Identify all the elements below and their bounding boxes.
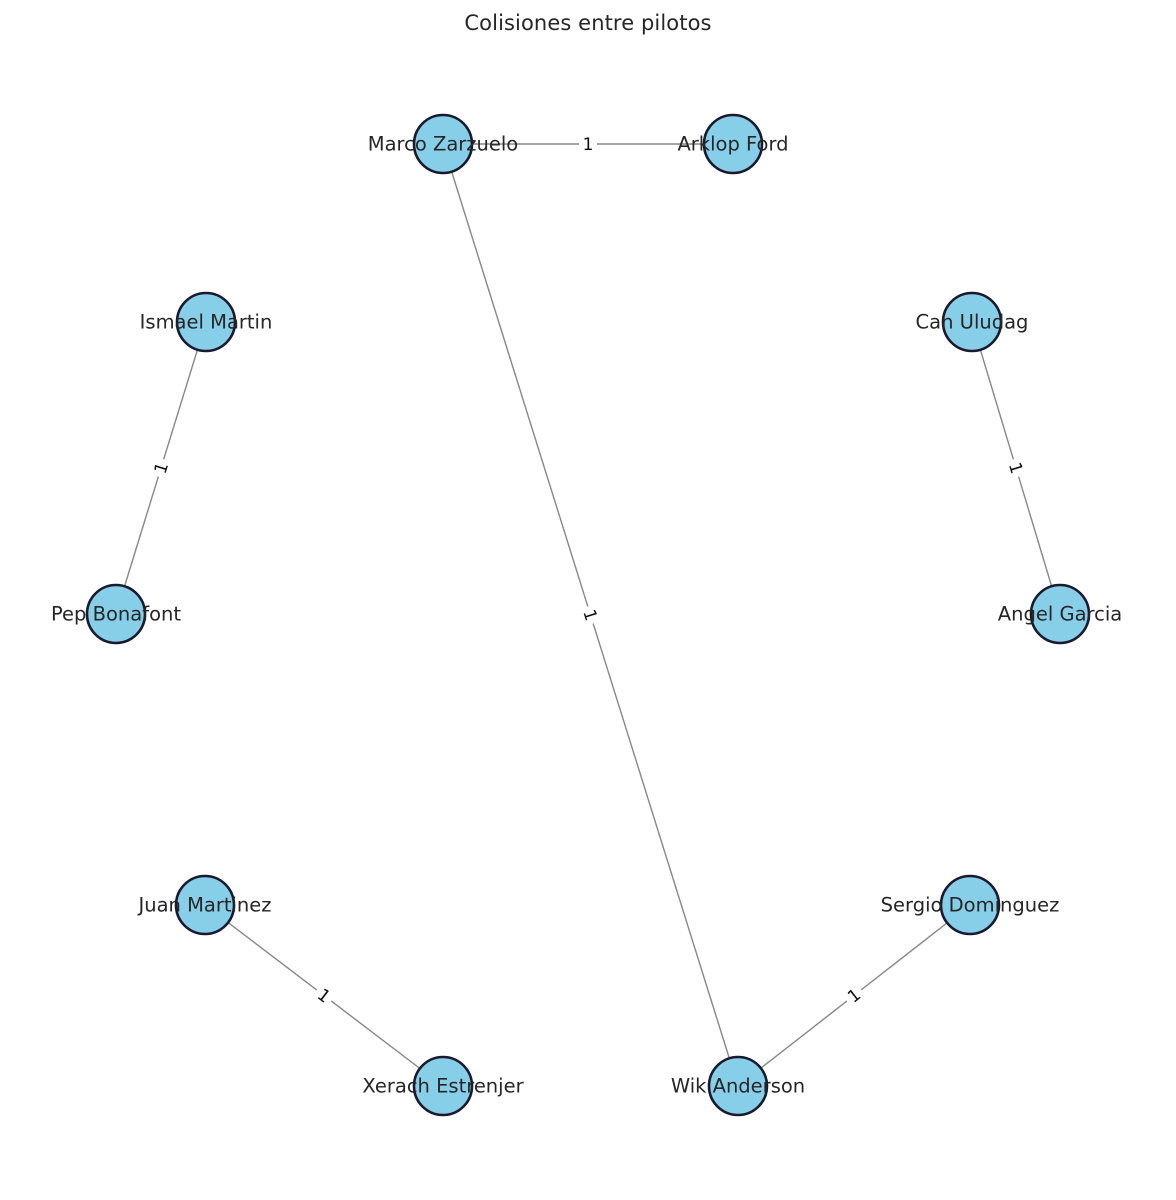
nodes-layer [85,113,1091,1117]
edge-label-background [147,456,175,480]
graph-node-label-arklop-ford: Arklop Ford [677,133,788,156]
graph-edge-label-group: 1 [147,456,175,480]
graph-node-arklop-ford[interactable] [702,113,764,175]
graph-node-marco-zarzuelo[interactable] [412,113,474,175]
graph-node-pep-bonafont[interactable] [85,583,147,645]
graph-edge-label-group: 1 [310,981,338,1010]
graph-edge-label-group: 1 [577,603,604,627]
graph-node-label-sergio-dominguez: Sergio Dominguez [881,894,1060,917]
page-title: Colisiones entre pilotos [464,11,712,35]
graph-node-label-ismael-martin: Ismael Martin [140,311,273,334]
graph-node-ismael-martin[interactable] [175,291,237,353]
edge-label-background [1002,456,1030,480]
graph-node-juan-martinez[interactable] [174,874,236,936]
graph-node-label-juan-martinez: Juan Martinez [136,894,271,917]
graph-edge-label-group: 1 [579,133,597,155]
graph-node-label-xerach-estrenjer: Xerach Estrenjer [362,1075,524,1098]
edge-label-background [577,603,604,627]
edge-label-background [579,133,597,155]
graph-node-label-can-uludag: Can Uludag [916,311,1029,334]
graph-node-xerach-estrenjer[interactable] [412,1055,474,1117]
graph-node-label-pep-bonafont: Pep Bonafont [51,603,181,626]
edge-label-background [310,981,338,1010]
graph-edge-label-group: 1 [1002,456,1030,480]
graph-node-label-angel-garcia: Angel Garcia [998,603,1122,626]
graph-node-label-wik-anderson: Wik Anderson [671,1075,805,1098]
graph-node-wik-anderson[interactable] [707,1055,769,1117]
graph-node-angel-garcia[interactable] [1029,583,1091,645]
graph-node-can-uludag[interactable] [941,291,1003,353]
graph-node-sergio-dominguez[interactable] [939,874,1001,936]
edge-label-background [840,981,868,1010]
edge-labels-layer: 1 1 1 1 1 1 [147,133,1030,1010]
graph-edge-weight-label: 1 [583,135,594,155]
graph-edge-label-group: 1 [840,981,868,1010]
graph-node-label-marco-zarzuelo: Marco Zarzuelo [368,133,518,156]
